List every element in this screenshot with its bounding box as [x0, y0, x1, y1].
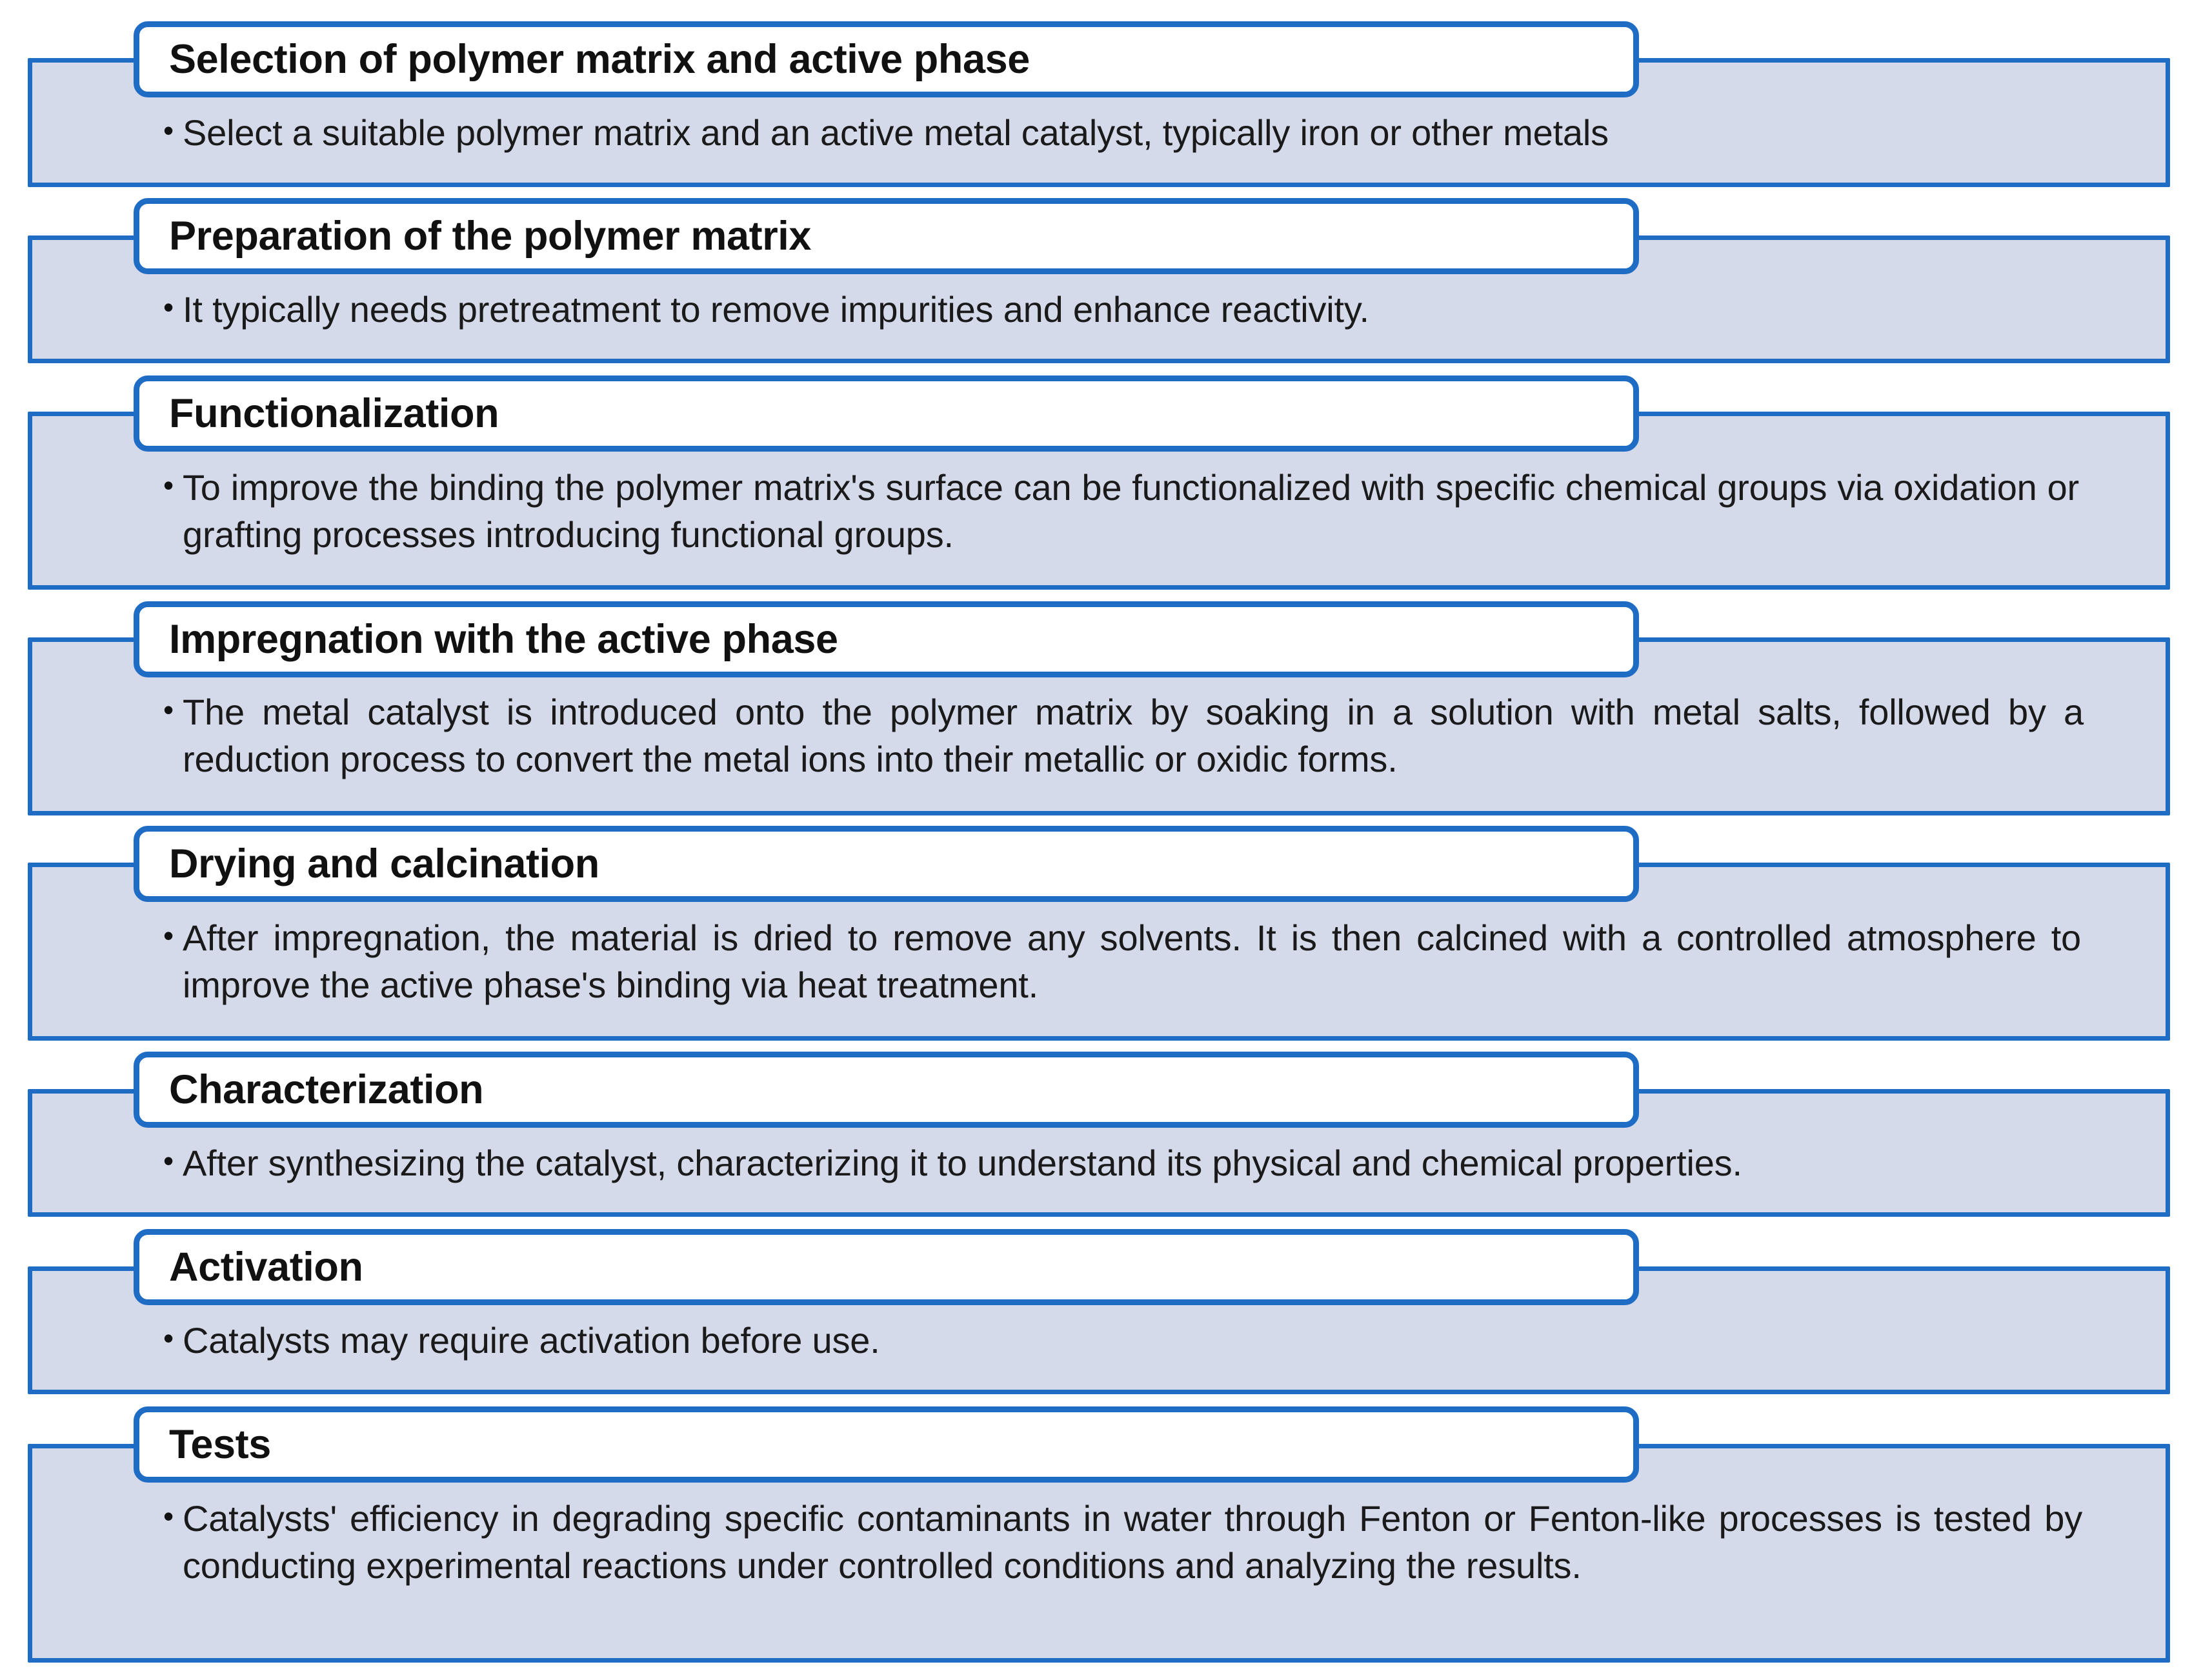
step-6-title: Characterization: [169, 1066, 484, 1112]
list-item: • The metal catalyst is introduced onto …: [163, 689, 2084, 783]
list-item: • After synthesizing the catalyst, chara…: [163, 1140, 2127, 1187]
step-6-bullet-1-text: After synthesizing the catalyst, charact…: [183, 1143, 1742, 1183]
step-3-bullets: • To improve the binding the polymer mat…: [163, 465, 2079, 559]
step-8-bullets: • Catalysts' efficiency in degrading spe…: [163, 1495, 2082, 1590]
list-item: • Select a suitable polymer matrix and a…: [163, 110, 2127, 157]
step-1-bullets: • Select a suitable polymer matrix and a…: [163, 110, 2127, 157]
list-item: • Catalysts' efficiency in degrading spe…: [163, 1495, 2082, 1590]
bullet-icon: •: [163, 693, 174, 726]
step-1-header[interactable]: Selection of polymer matrix and active p…: [134, 21, 1639, 97]
bullet-icon: •: [163, 1144, 174, 1177]
step-8-bullet-1-text: Catalysts' efficiency in degrading speci…: [183, 1498, 2082, 1586]
step-3-title: Functionalization: [169, 390, 499, 436]
step-5-title: Drying and calcination: [169, 841, 599, 886]
bullet-icon: •: [163, 1499, 174, 1533]
step-7-bullet-1-text: Catalysts may require activation before …: [183, 1320, 880, 1361]
step-4-title: Impregnation with the active phase: [169, 616, 838, 662]
bullet-icon: •: [163, 290, 174, 324]
step-7-bullets: • Catalysts may require activation befor…: [163, 1317, 2127, 1365]
list-item: • It typically needs pretreatment to rem…: [163, 286, 2127, 334]
step-7-title: Activation: [169, 1244, 363, 1290]
bullet-icon: •: [163, 919, 174, 952]
step-4-header[interactable]: Impregnation with the active phase: [134, 601, 1639, 677]
step-5-bullets: • After impregnation, the material is dr…: [163, 915, 2081, 1009]
list-item: • Catalysts may require activation befor…: [163, 1317, 2127, 1365]
bullet-icon: •: [163, 1321, 174, 1355]
step-8-title: Tests: [169, 1421, 271, 1467]
bullet-icon: •: [163, 114, 174, 147]
step-5-bullet-1-text: After impregnation, the material is drie…: [183, 917, 2081, 1005]
step-5-header[interactable]: Drying and calcination: [134, 826, 1639, 902]
step-7-header[interactable]: Activation: [134, 1229, 1639, 1305]
bullet-icon: •: [163, 468, 174, 502]
step-2-title: Preparation of the polymer matrix: [169, 213, 812, 259]
step-6-bullets: • After synthesizing the catalyst, chara…: [163, 1140, 2127, 1187]
step-1-title: Selection of polymer matrix and active p…: [169, 36, 1030, 82]
step-8-header[interactable]: Tests: [134, 1406, 1639, 1483]
step-4-bullet-1-text: The metal catalyst is introduced onto th…: [183, 692, 2084, 779]
step-4-bullets: • The metal catalyst is introduced onto …: [163, 689, 2084, 783]
step-2-bullets: • It typically needs pretreatment to rem…: [163, 286, 2127, 334]
step-3-header[interactable]: Functionalization: [134, 375, 1639, 452]
step-6-header[interactable]: Characterization: [134, 1052, 1639, 1128]
step-2-bullet-1-text: It typically needs pretreatment to remov…: [183, 289, 1369, 330]
step-2-header[interactable]: Preparation of the polymer matrix: [134, 198, 1639, 274]
step-3-bullet-1-text: To improve the binding the polymer matri…: [183, 467, 2079, 555]
list-item: • After impregnation, the material is dr…: [163, 915, 2081, 1009]
list-item: • To improve the binding the polymer mat…: [163, 465, 2079, 559]
step-1-bullet-1-text: Select a suitable polymer matrix and an …: [183, 112, 1609, 153]
